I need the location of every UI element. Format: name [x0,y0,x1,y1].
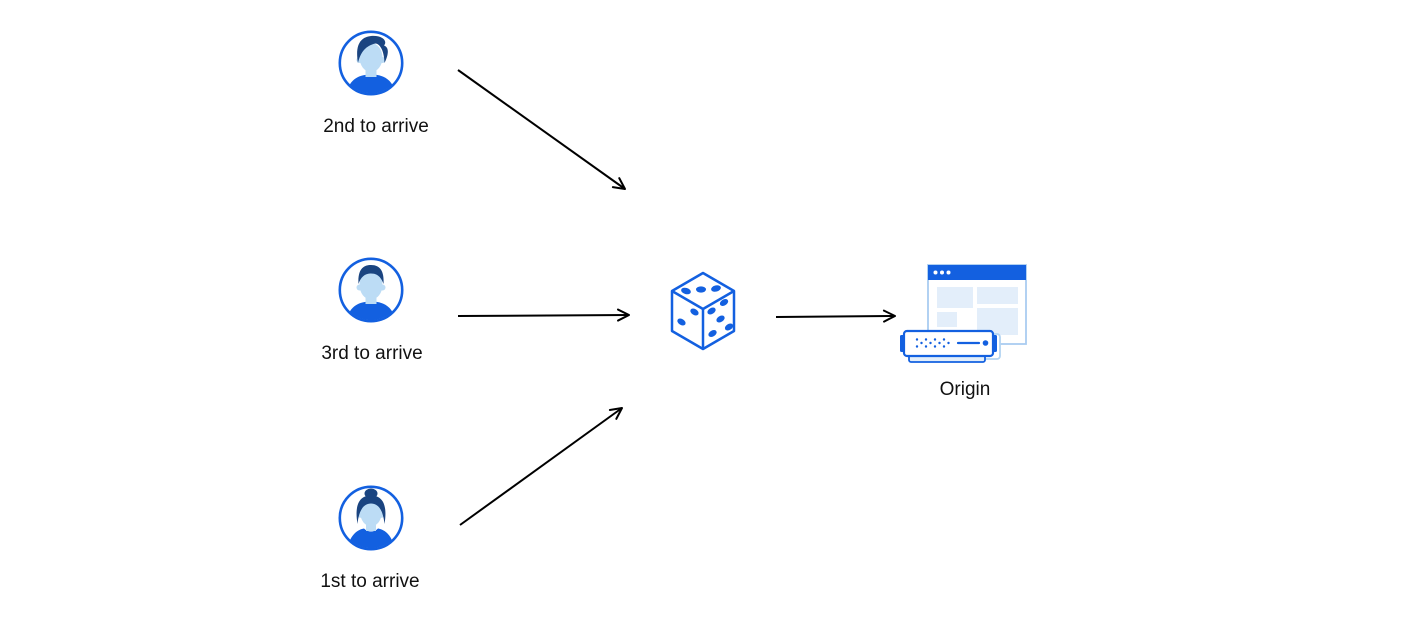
client-node-1st [338,485,404,551]
origin-server-icon [900,264,1027,363]
arrow-dice-to-origin [775,309,896,323]
male-avatar-short-hair-icon [338,257,404,323]
client-node-3rd [338,257,404,323]
client-label-1st: 1st to arrive [320,571,420,592]
female-avatar-bun-icon [338,485,404,551]
server-vent-dots [915,338,950,348]
origin-label: Origin [939,379,991,400]
arrow-client-2nd-to-dice [457,69,626,190]
client-label-3rd: 3rd to arrive [321,343,423,364]
client-node-2nd [338,30,404,96]
dice-icon [670,271,736,351]
server-icon [900,329,1001,363]
arrow-client-1st-to-dice [459,407,623,526]
male-avatar-swept-hair-icon [338,30,404,96]
client-label-2nd: 2nd to arrive [323,116,429,137]
dice-pips [677,285,734,337]
origin-node [895,258,1035,368]
arrow-client-3rd-to-dice [457,308,630,322]
random-selector-node [669,271,737,351]
